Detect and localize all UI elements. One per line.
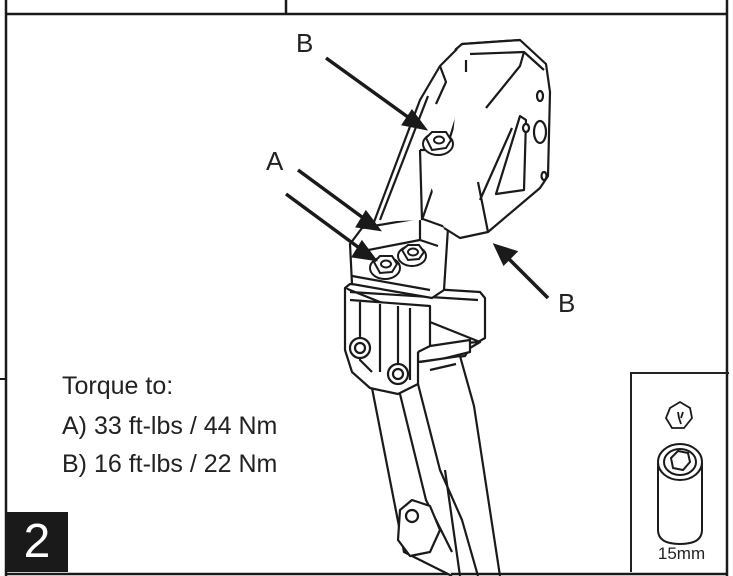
hex-socket-icon — [657, 443, 703, 546]
callout-label-b-right: B — [558, 288, 576, 318]
arrow-a-upper — [296, 168, 368, 222]
torque-heading: Torque to: — [62, 372, 174, 400]
step-number-badge: 2 — [6, 512, 68, 572]
callout-label-a: A — [266, 146, 284, 176]
arrow-a-lower — [284, 192, 364, 252]
callout-arrows — [284, 56, 550, 300]
socket-size-label: 15mm — [657, 544, 706, 563]
bolt-a-left — [369, 255, 401, 280]
panel-frame — [4, 0, 729, 576]
hex-nut-icon — [664, 400, 693, 429]
arrow-a-lower-head — [351, 239, 378, 262]
upper-bracket — [348, 38, 552, 300]
lower-mount-block — [343, 282, 487, 396]
torque-spec-a: A) 33 ft-lbs / 44 Nm — [62, 412, 278, 440]
arrow-b-right-head — [492, 243, 519, 266]
arrow-b-top — [324, 56, 414, 122]
pedal-arm — [370, 354, 502, 576]
bolt-b-top — [422, 131, 454, 156]
arrow-b-right — [504, 254, 550, 300]
callout-label-b-top: B — [296, 28, 314, 58]
torque-spec-b: B) 16 ft-lbs / 22 Nm — [62, 450, 278, 478]
bolt-a-right — [397, 244, 427, 267]
arrow-b-top-head — [401, 108, 429, 131]
tool-requirement-box: 15mm — [630, 372, 729, 572]
arrow-a-upper-head — [355, 209, 382, 232]
